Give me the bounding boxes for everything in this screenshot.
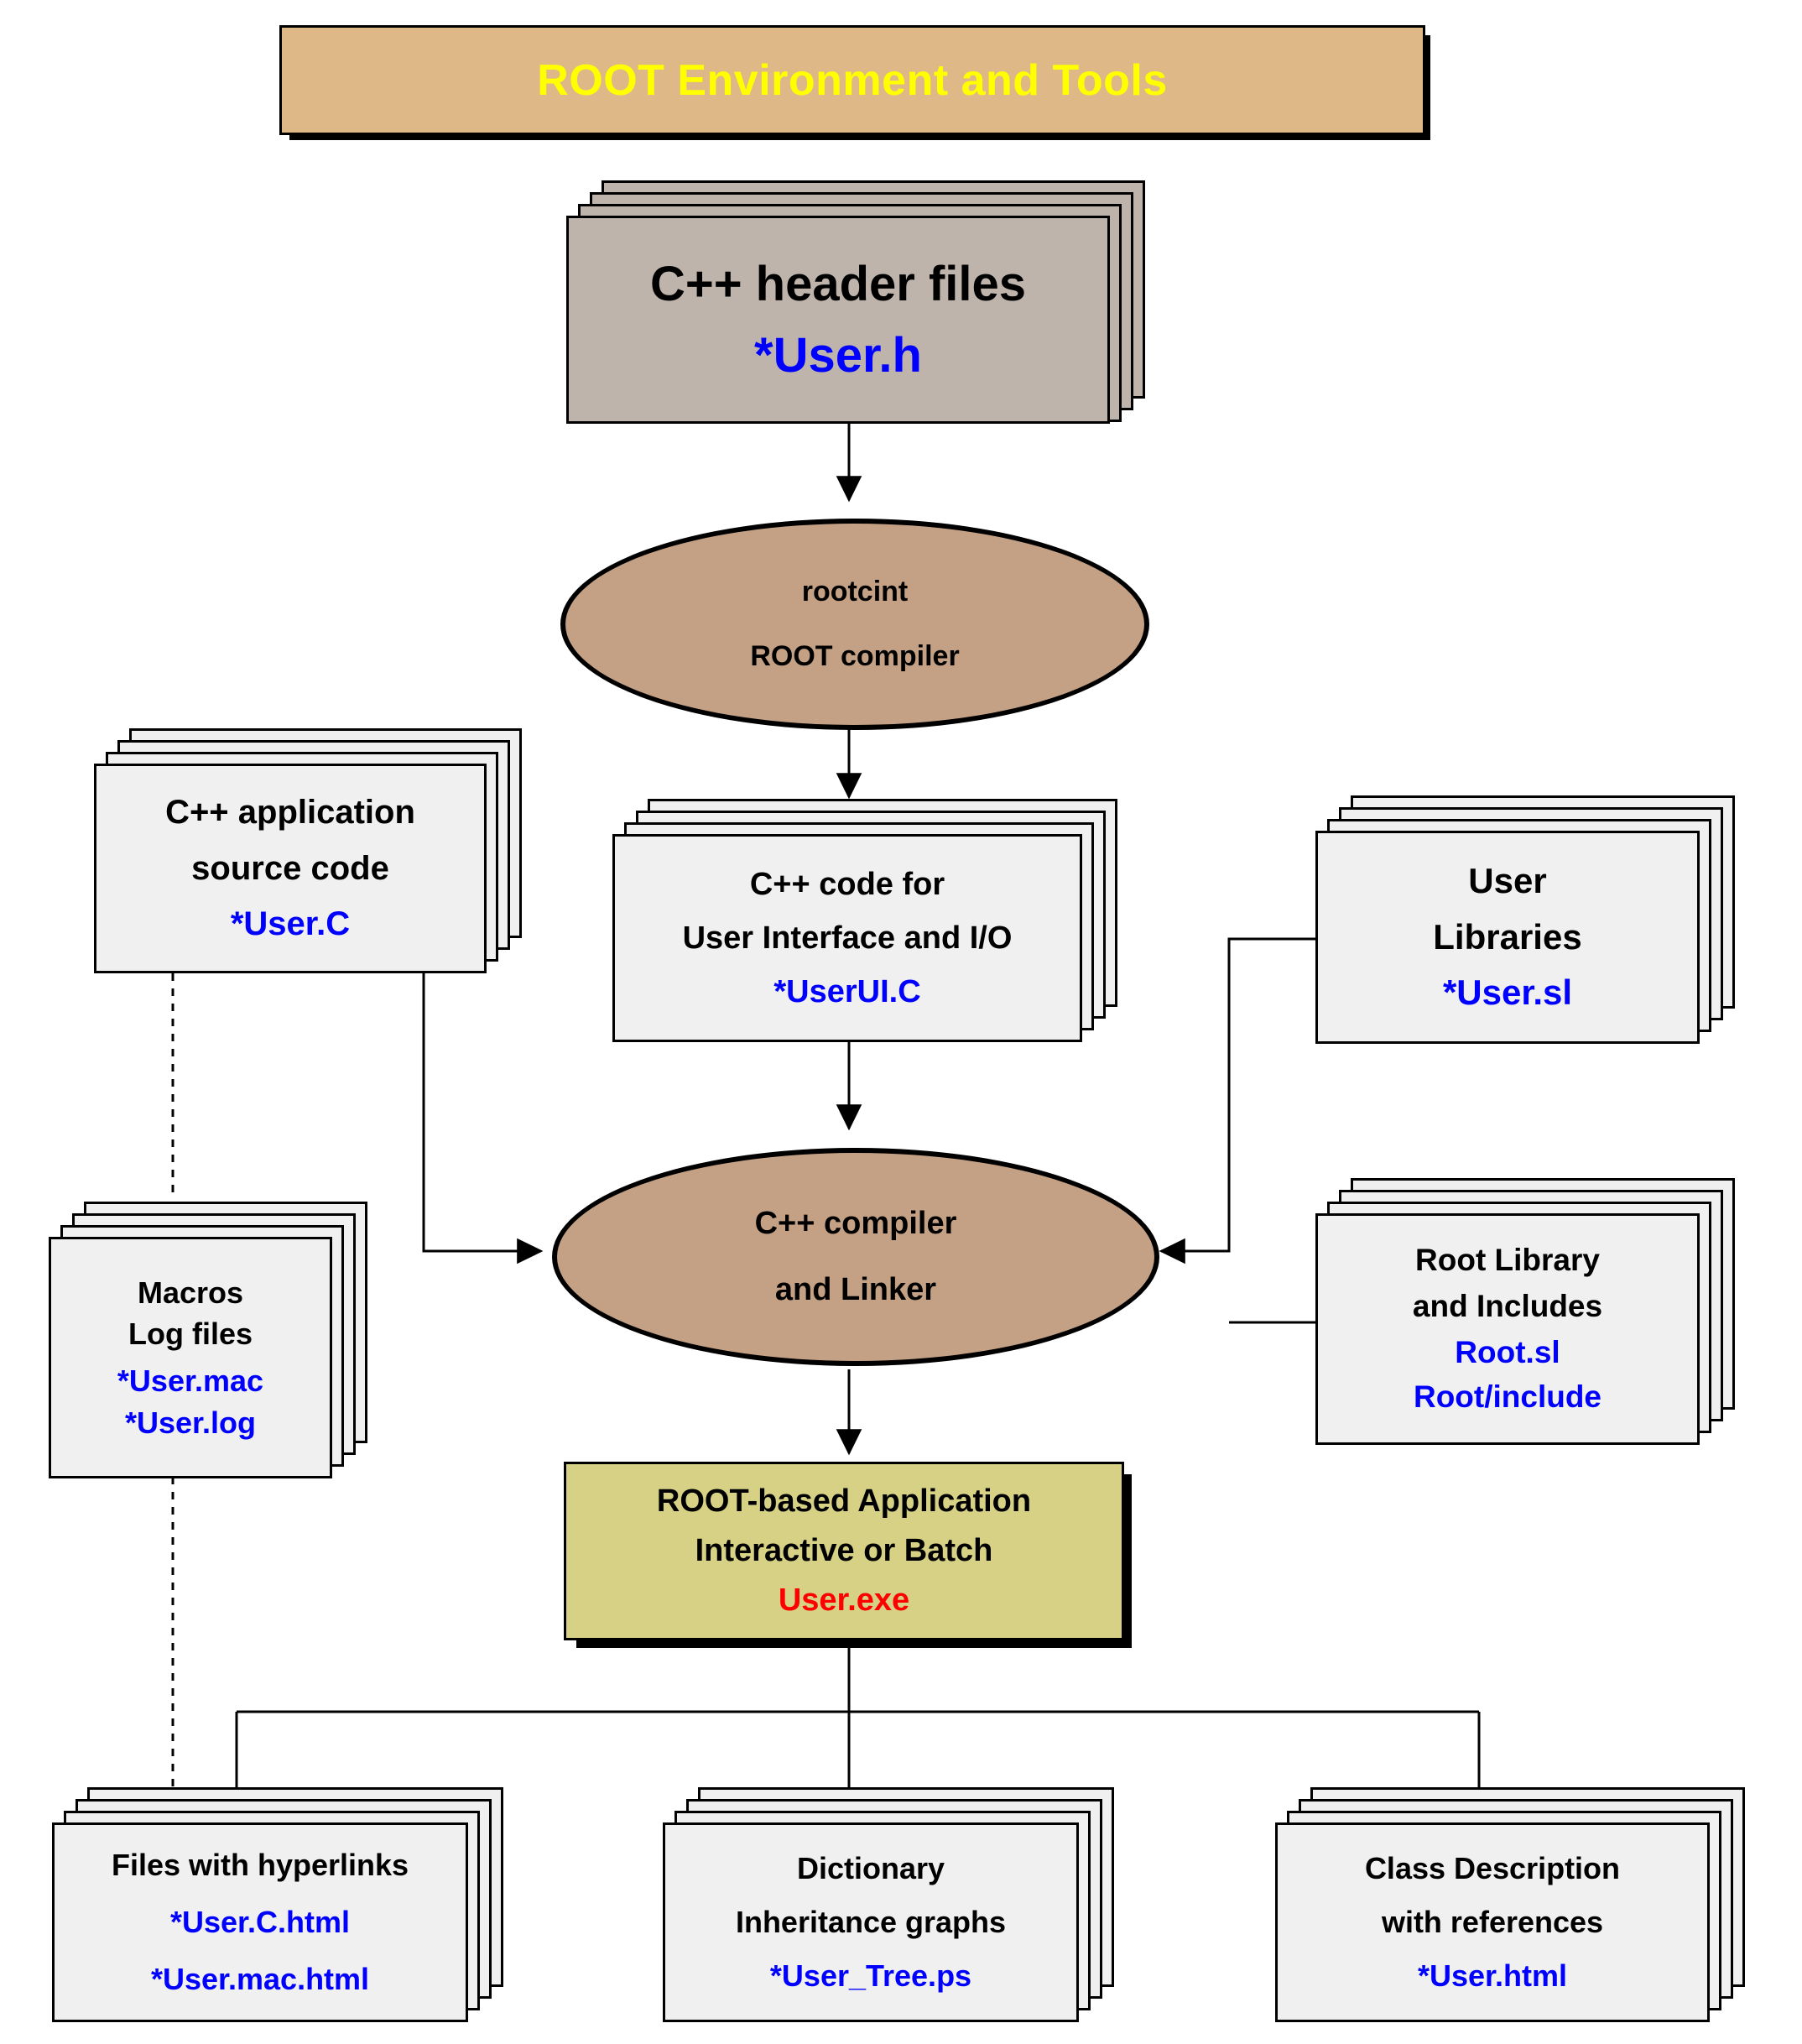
header-files-face: C++ header files *User.h bbox=[566, 216, 1110, 424]
macros-face: Macros Log files *User.mac *User.log bbox=[49, 1237, 332, 1478]
ui-code-face: C++ code for User Interface and I/O *Use… bbox=[612, 834, 1082, 1042]
cpp-compiler-line1: C++ compiler bbox=[754, 1206, 957, 1241]
node-ui-code: C++ code for User Interface and I/O *Use… bbox=[612, 799, 1117, 1042]
files-hyperlinks-line3: *User.mac.html bbox=[150, 1961, 370, 1996]
node-rootcint: rootcint ROOT compiler bbox=[560, 519, 1149, 730]
ui-code-line1: C++ code for bbox=[749, 866, 945, 902]
files-hyperlinks-line2: *User.C.html bbox=[169, 1905, 351, 1940]
dictionary-face: Dictionary Inheritance graphs *User_Tree… bbox=[663, 1822, 1079, 2022]
node-macros: Macros Log files *User.mac *User.log bbox=[49, 1202, 367, 1478]
application-line1: ROOT-based Application bbox=[656, 1483, 1032, 1519]
macros-line4: *User.log bbox=[124, 1405, 257, 1440]
node-class-desc: Class Description with references *User.… bbox=[1275, 1787, 1745, 2022]
page-title: ROOT Environment and Tools bbox=[537, 55, 1168, 105]
user-libs-line1: User bbox=[1468, 860, 1547, 900]
node-application: ROOT-based Application Interactive or Ba… bbox=[564, 1462, 1124, 1640]
user-libs-face: User Libraries *User.sl bbox=[1315, 831, 1700, 1044]
root-lib-line4: Root/include bbox=[1413, 1379, 1602, 1414]
title-banner: ROOT Environment and Tools bbox=[279, 25, 1425, 135]
macros-line1: Macros bbox=[137, 1275, 244, 1310]
node-dictionary: Dictionary Inheritance graphs *User_Tree… bbox=[663, 1787, 1114, 2022]
class-desc-line1: Class Description bbox=[1364, 1851, 1621, 1886]
header-files-line2: *User.h bbox=[754, 328, 922, 383]
user-libs-line2: Libraries bbox=[1433, 916, 1582, 957]
root-lib-line1: Root Library bbox=[1415, 1243, 1600, 1278]
class-desc-line3: *User.html bbox=[1417, 1958, 1568, 1993]
dictionary-line3: *User_Tree.ps bbox=[769, 1958, 972, 1993]
macros-line2: Log files bbox=[128, 1317, 253, 1352]
node-app-source: C++ application source code *User.C bbox=[94, 728, 522, 973]
root-lib-face: Root Library and Includes Root.sl Root/i… bbox=[1315, 1213, 1700, 1445]
ui-code-line3: *UserUI.C bbox=[773, 974, 921, 1010]
edge-appsource-compiler bbox=[422, 973, 544, 1264]
node-root-lib: Root Library and Includes Root.sl Root/i… bbox=[1315, 1178, 1735, 1445]
rootcint-line1: rootcint bbox=[801, 576, 909, 607]
node-files-hyperlinks: Files with hyperlinks *User.C.html *User… bbox=[52, 1787, 503, 2022]
app-source-line2: source code bbox=[191, 849, 389, 887]
ui-code-line2: User Interface and I/O bbox=[682, 920, 1013, 956]
app-source-face: C++ application source code *User.C bbox=[94, 764, 487, 973]
class-desc-line2: with references bbox=[1381, 1905, 1604, 1940]
macros-line3: *User.mac bbox=[117, 1364, 264, 1398]
root-lib-line3: Root.sl bbox=[1455, 1335, 1560, 1369]
class-desc-face: Class Description with references *User.… bbox=[1275, 1822, 1710, 2022]
node-header-files: C++ header files *User.h bbox=[566, 180, 1145, 424]
files-hyperlinks-face: Files with hyperlinks *User.C.html *User… bbox=[52, 1822, 468, 2022]
root-lib-line2: and Includes bbox=[1412, 1289, 1603, 1324]
application-line3: User.exe bbox=[778, 1583, 910, 1618]
node-cpp-compiler: C++ compiler and Linker bbox=[552, 1148, 1159, 1366]
app-source-line1: C++ application bbox=[165, 794, 415, 832]
dictionary-line2: Inheritance graphs bbox=[735, 1905, 1007, 1940]
header-files-line1: C++ header files bbox=[649, 256, 1027, 311]
app-source-line3: *User.C bbox=[230, 905, 351, 943]
dictionary-line1: Dictionary bbox=[796, 1851, 945, 1886]
user-libs-line3: *User.sl bbox=[1442, 972, 1573, 1013]
rootcint-line2: ROOT compiler bbox=[750, 640, 960, 672]
node-user-libs: User Libraries *User.sl bbox=[1315, 795, 1735, 1044]
files-hyperlinks-line1: Files with hyperlinks bbox=[111, 1848, 409, 1883]
cpp-compiler-line2: and Linker bbox=[774, 1272, 937, 1307]
application-line2: Interactive or Batch bbox=[695, 1533, 993, 1568]
